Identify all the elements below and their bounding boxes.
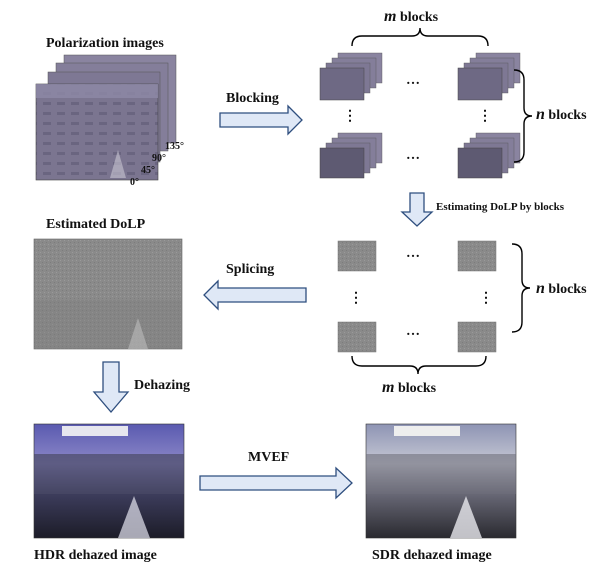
dolp-block-bottom-left <box>337 321 377 353</box>
snow-tree-icon <box>450 496 482 538</box>
blocking-label: Blocking <box>226 91 279 106</box>
polarization-image-stack <box>35 54 177 181</box>
n-letter: n <box>536 280 545 297</box>
dolp-block-top-right <box>457 240 497 272</box>
right-v-ellipsis: ⋮ <box>478 109 492 124</box>
blocks-word: blocks <box>544 108 587 123</box>
tree-icon <box>110 150 126 178</box>
polarization-block-bottom-right <box>457 132 521 179</box>
left-v-ellipsis: ⋮ <box>343 109 357 124</box>
angle-90-label: 90° <box>152 153 166 164</box>
dolp-right-v-ellipsis: ⋮ <box>479 291 493 306</box>
splicing-label: Splicing <box>226 262 275 277</box>
right-n-brace-bottom <box>511 243 531 333</box>
mvef-arrow <box>199 466 353 500</box>
dolp-top-h-ellipsis: … <box>406 246 420 261</box>
top-m-blocks-label: m blocks <box>384 8 438 26</box>
mid-h-ellipsis: … <box>406 148 420 163</box>
estimated-dolp-label: Estimated DoLP <box>46 217 146 232</box>
top-h-ellipsis: … <box>406 73 420 88</box>
bottom-m-blocks-label: m blocks <box>382 379 436 397</box>
dolp-block-top-left <box>337 240 377 272</box>
splicing-arrow <box>203 279 307 311</box>
hdr-dehazed-image <box>33 423 185 539</box>
dehazing-label: Dehazing <box>134 378 190 393</box>
mvef-label: MVEF <box>248 450 290 465</box>
dolp-block-bottom-right <box>457 321 497 353</box>
hdr-dehazed-label: HDR dehazed image <box>34 548 157 563</box>
dolp-left-v-ellipsis: ⋮ <box>349 291 363 306</box>
polarization-block-bottom-left <box>319 132 383 179</box>
estimated-dolp-image <box>33 238 183 350</box>
sdr-dehazed-image <box>365 423 517 539</box>
angle-135-label: 135° <box>165 141 184 152</box>
angle-45-label: 45° <box>141 165 155 176</box>
sdr-dehazed-label: SDR dehazed image <box>372 548 492 563</box>
snow-tree-icon <box>118 496 150 538</box>
estimating-dolp-label: Estimating DoLP by blocks <box>436 201 565 213</box>
top-m-brace <box>351 27 489 47</box>
right-n-brace-top <box>513 69 533 163</box>
blocks-word: blocks <box>396 10 439 25</box>
polarization-block-top-left <box>319 52 383 101</box>
blocks-word: blocks <box>394 381 437 396</box>
m-letter: m <box>384 8 397 25</box>
m-letter: m <box>382 379 395 396</box>
blocks-word: blocks <box>544 282 587 297</box>
polarization-images-label: Polarization images <box>46 36 164 51</box>
polarization-image-0 <box>35 83 159 181</box>
blocking-arrow <box>219 104 303 136</box>
dehazing-arrow <box>92 361 130 414</box>
bottom-m-brace <box>351 355 487 375</box>
angle-0-label: 0° <box>130 177 139 188</box>
n-letter: n <box>536 106 545 123</box>
dolp-bottom-h-ellipsis: … <box>406 324 420 339</box>
right-n-blocks-label-bottom: n blocks <box>536 280 587 298</box>
right-n-blocks-label-top: n blocks <box>536 106 587 124</box>
estimating-arrow <box>400 192 434 227</box>
polarization-block-top-right <box>457 52 521 101</box>
